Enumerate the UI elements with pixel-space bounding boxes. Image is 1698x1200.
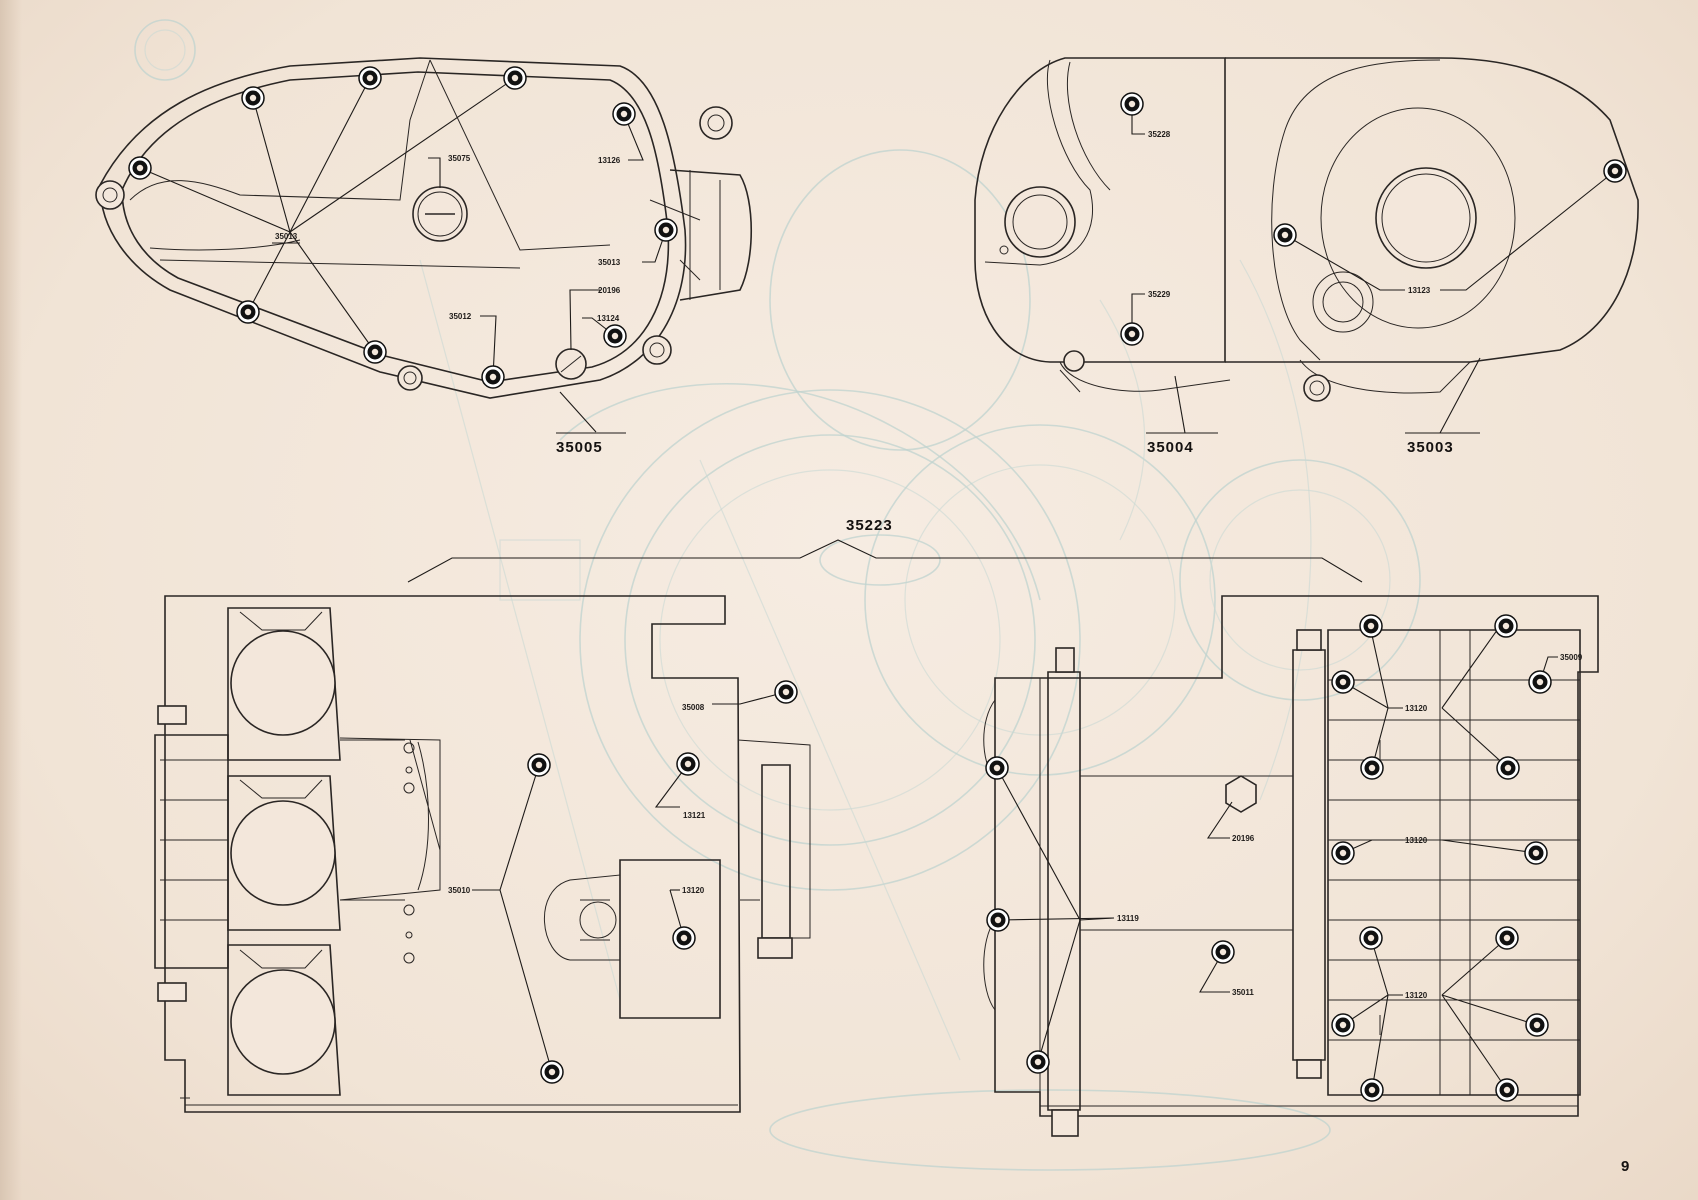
bolt — [1495, 1078, 1519, 1102]
label-35013: 35013 — [275, 232, 298, 241]
part-number-35004: 35004 — [1147, 439, 1194, 456]
bolt — [774, 680, 798, 704]
group-35223-bracket: 35223 — [407, 517, 1363, 583]
bolt — [241, 86, 265, 110]
label-13121: 13121 — [683, 811, 706, 820]
bolt — [540, 1060, 564, 1084]
bolt — [1359, 926, 1383, 950]
covers-right-labels: 35228 35229 13123 35004 35003 — [1147, 130, 1454, 456]
label-35012: 35012 — [449, 312, 472, 321]
label-13124: 13124 — [597, 314, 620, 323]
label-13120: 13120 — [1405, 836, 1428, 845]
bolt — [503, 66, 527, 90]
label-35009: 35009 — [1560, 653, 1583, 662]
cover-35003-drawing — [1225, 57, 1639, 402]
crankcase-right-labels: 35009 13120 13120 13120 20196 13119 3501… — [1117, 653, 1583, 1000]
crankcase-right-bolts — [985, 614, 1552, 1102]
bolt — [612, 102, 636, 126]
bolt — [1524, 841, 1548, 865]
label-13120: 13120 — [1405, 991, 1428, 1000]
crankcase-right-leaders — [996, 625, 1558, 1091]
label-13120: 13120 — [682, 886, 705, 895]
bolt — [654, 218, 678, 242]
bolt — [1331, 670, 1355, 694]
bolt — [1603, 159, 1627, 183]
label-35229: 35229 — [1148, 290, 1171, 299]
bolt — [1120, 92, 1144, 116]
page-number: 9 — [1621, 1158, 1629, 1175]
cover-35005-bolts — [128, 66, 678, 389]
bolt — [1120, 322, 1144, 346]
bolt — [985, 756, 1009, 780]
label-35011: 35011 — [1232, 988, 1254, 997]
cover-35005-labels: 35013 35075 13126 35013 20196 13124 3501… — [275, 154, 621, 456]
bolt — [1494, 614, 1518, 638]
covers-right-bolts — [1120, 92, 1627, 346]
crankcase-left-labels: 35008 13121 35010 13120 — [448, 703, 706, 895]
bolt — [1528, 670, 1552, 694]
part-number-35005: 35005 — [556, 439, 603, 456]
cover-35005-leaders — [139, 77, 667, 434]
bolt — [1331, 841, 1355, 865]
label-20196: 20196 — [598, 286, 621, 295]
label-13126: 13126 — [598, 156, 621, 165]
crankcase-left-leaders — [472, 691, 787, 1073]
bolt — [1495, 926, 1519, 950]
label-35075: 35075 — [448, 154, 471, 163]
bolt — [676, 752, 700, 776]
crankcase-right-drawing — [983, 595, 1599, 1137]
bolt — [1026, 1050, 1050, 1074]
bolt — [1525, 1013, 1549, 1037]
part-number-35223: 35223 — [846, 517, 893, 534]
bolt — [986, 908, 1010, 932]
cover-35004-drawing — [974, 57, 1231, 393]
crankcase-left-drawing — [154, 595, 811, 1113]
bolt — [1211, 940, 1235, 964]
label-35008: 35008 — [682, 703, 705, 712]
bolt — [358, 66, 382, 90]
bolt — [481, 365, 505, 389]
label-13123: 13123 — [1408, 286, 1431, 295]
label-35013: 35013 — [598, 258, 621, 267]
bolt — [1496, 756, 1520, 780]
bolt — [603, 324, 627, 348]
bolt — [1331, 1013, 1355, 1037]
bolt — [128, 156, 152, 180]
label-20196: 20196 — [1232, 834, 1255, 843]
label-35010: 35010 — [448, 886, 471, 895]
bolt — [363, 340, 387, 364]
bolt — [527, 753, 551, 777]
bolt — [1359, 614, 1383, 638]
bolt — [236, 300, 260, 324]
label-13120: 13120 — [1405, 704, 1428, 713]
cover-35005-drawing — [95, 57, 753, 399]
part-number-35003: 35003 — [1407, 439, 1454, 456]
bolt — [1360, 1078, 1384, 1102]
label-35228: 35228 — [1148, 130, 1171, 139]
bolt — [672, 926, 696, 950]
label-13119: 13119 — [1117, 914, 1139, 923]
bolt — [1273, 223, 1297, 247]
bolt — [1360, 756, 1384, 780]
covers-right-leaders — [1131, 104, 1616, 434]
